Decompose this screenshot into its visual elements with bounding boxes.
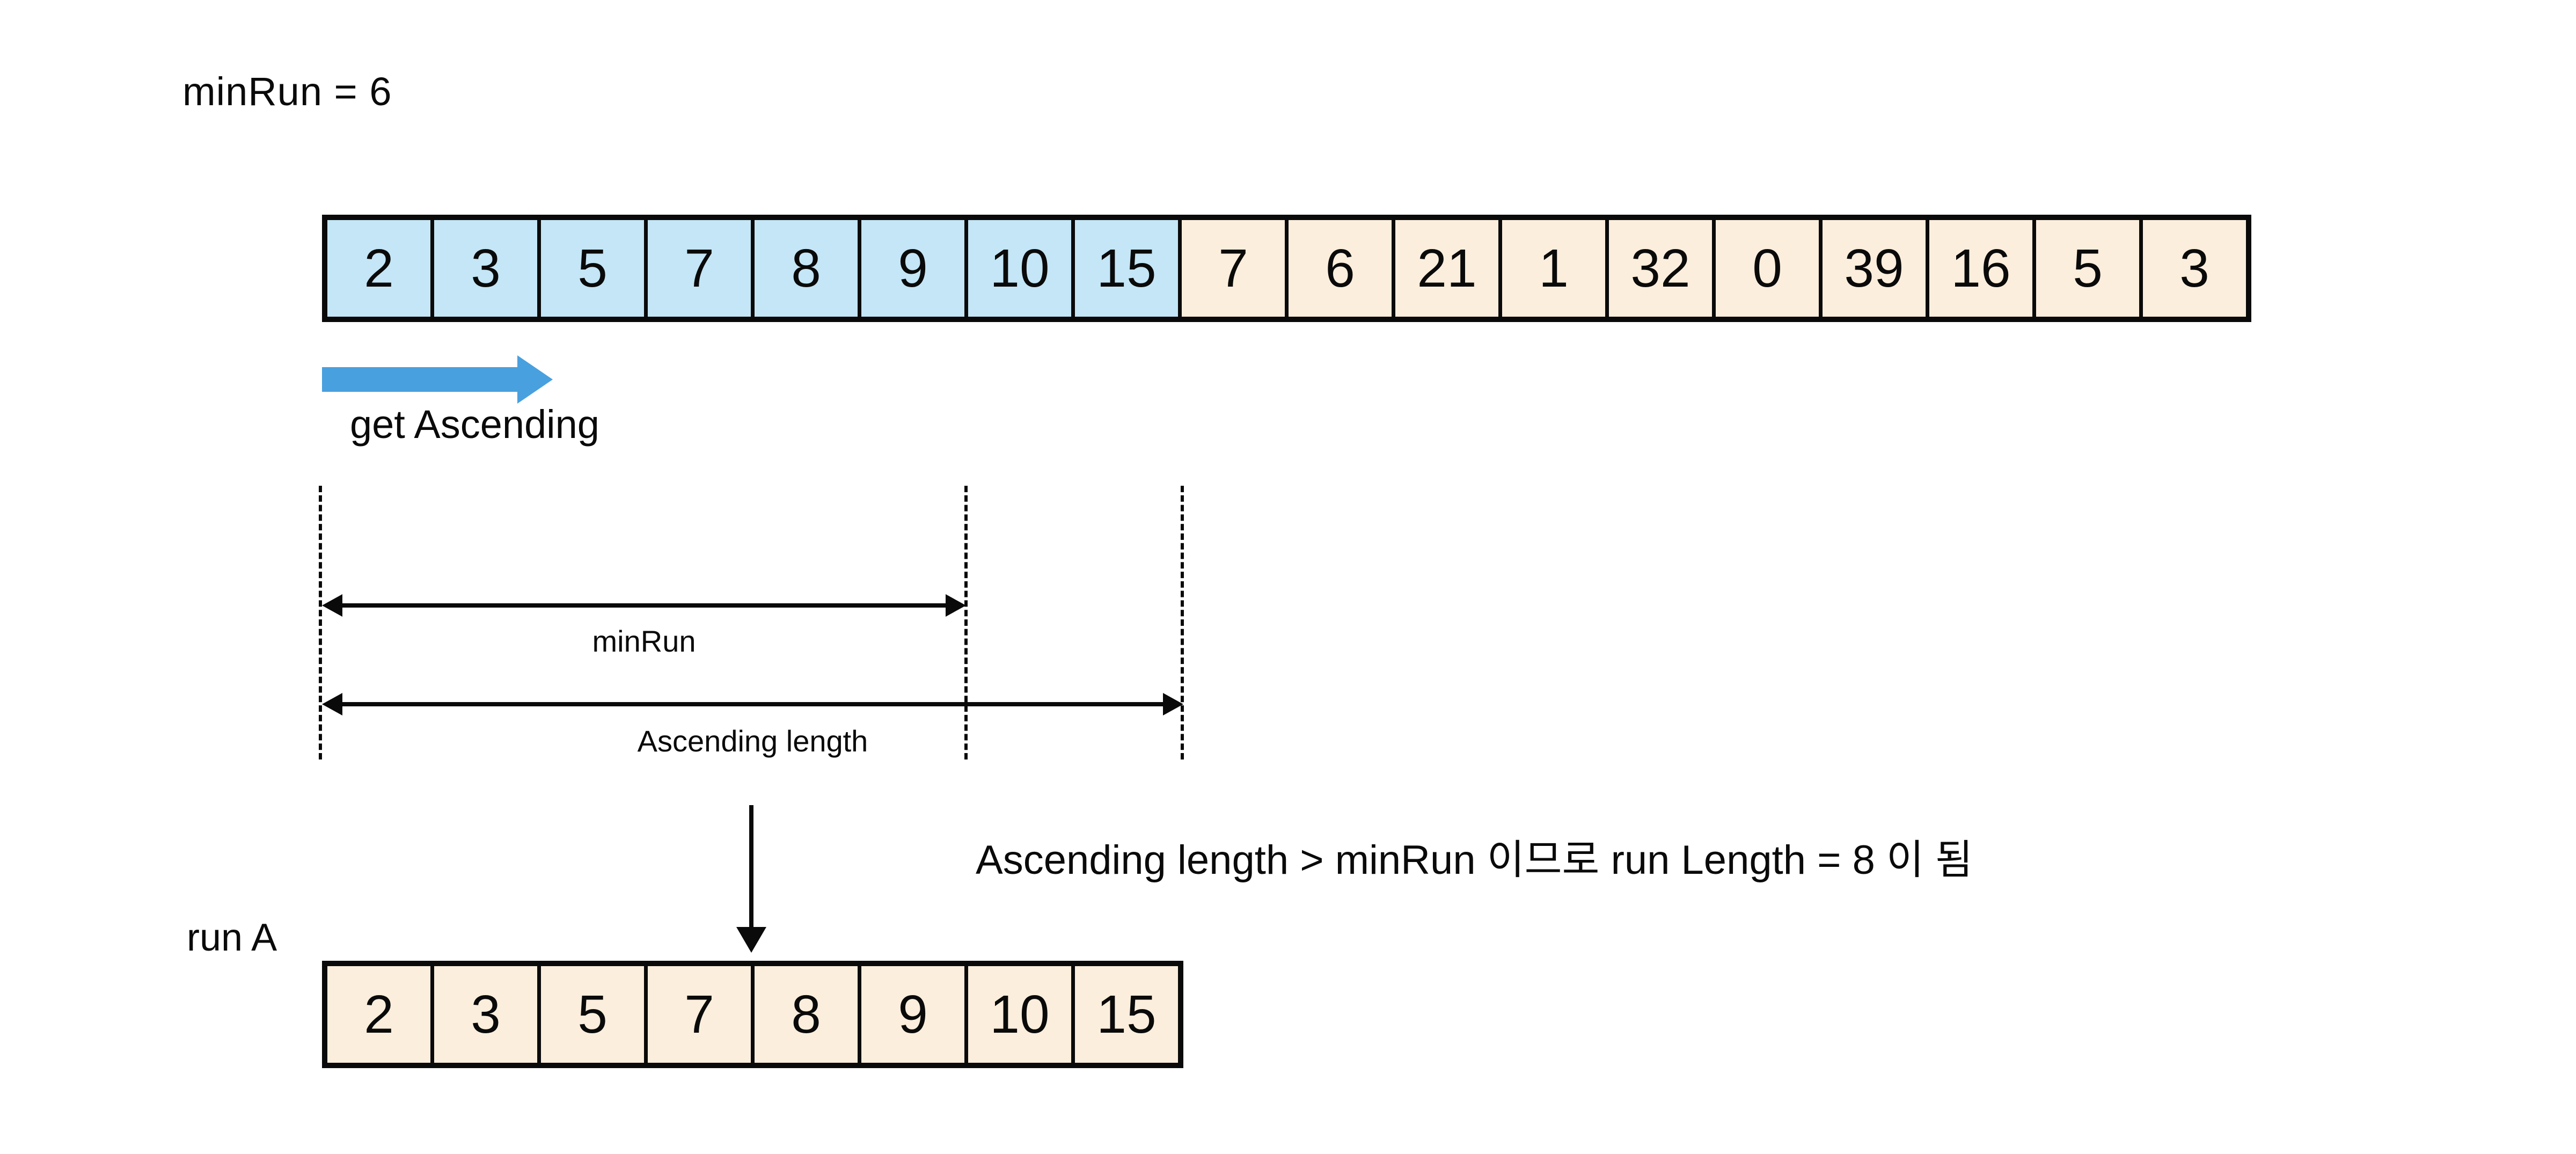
cell-value: 2 bbox=[364, 984, 394, 1045]
cell-value: 15 bbox=[1096, 238, 1157, 298]
cell-value: 7 bbox=[1218, 238, 1248, 298]
get-ascending-label: get Ascending bbox=[350, 402, 599, 447]
cell-value: 9 bbox=[898, 984, 928, 1045]
array-cell: 39 bbox=[1819, 220, 1926, 317]
array-cell: 7 bbox=[644, 966, 751, 1063]
cell-value: 3 bbox=[471, 984, 501, 1045]
cell-value: 21 bbox=[1417, 238, 1477, 298]
array-cell: 2 bbox=[327, 966, 430, 1063]
cell-value: 6 bbox=[1325, 238, 1355, 298]
down-arrow-icon bbox=[734, 805, 769, 953]
cell-value: 3 bbox=[2179, 238, 2209, 298]
ascending-length-span-label: Ascending length bbox=[637, 724, 868, 758]
array-cell: 3 bbox=[2139, 220, 2246, 317]
cell-value: 16 bbox=[1951, 238, 2011, 298]
arrow-shaft bbox=[322, 367, 517, 392]
page-title: minRun = 6 bbox=[182, 69, 392, 114]
array-cell: 3 bbox=[430, 966, 537, 1063]
cell-value: 15 bbox=[1096, 984, 1157, 1045]
cell-value: 7 bbox=[684, 238, 714, 298]
array-cell: 16 bbox=[1926, 220, 2032, 317]
dashed-guide-minrun-end bbox=[964, 486, 968, 759]
arrow-shaft bbox=[342, 603, 946, 608]
cell-value: 0 bbox=[1752, 238, 1782, 298]
run-a-label: run A bbox=[187, 916, 277, 959]
cell-value: 7 bbox=[684, 984, 714, 1045]
arrow-head bbox=[517, 355, 553, 404]
minrun-span-label: minRun bbox=[592, 624, 696, 658]
array-cell: 8 bbox=[751, 220, 858, 317]
annotation-text: Ascending length > minRun 이므로 run Length… bbox=[976, 837, 1973, 883]
minrun-span-arrow bbox=[322, 594, 966, 617]
array-cell: 7 bbox=[1178, 220, 1285, 317]
array-cell: 0 bbox=[1712, 220, 1819, 317]
cell-value: 5 bbox=[2073, 238, 2103, 298]
arrow-shaft bbox=[342, 702, 1163, 706]
array-cell: 1 bbox=[1498, 220, 1605, 317]
array-cell: 5 bbox=[2032, 220, 2139, 317]
array-cell: 21 bbox=[1392, 220, 1498, 317]
array-cell: 15 bbox=[1071, 966, 1178, 1063]
run-a-array: 2 3 5 7 8 9 10 15 bbox=[322, 961, 1183, 1068]
cell-value: 8 bbox=[791, 984, 821, 1045]
array-cell: 7 bbox=[644, 220, 751, 317]
array-cell: 5 bbox=[537, 220, 644, 317]
input-array: 2 3 5 7 8 9 10 15 7 6 21 1 32 0 39 bbox=[322, 215, 2251, 322]
array-cell: 5 bbox=[537, 966, 644, 1063]
cell-value: 5 bbox=[577, 238, 608, 298]
array-cell: 3 bbox=[430, 220, 537, 317]
dashed-guide-run-start bbox=[319, 486, 322, 759]
cell-value: 39 bbox=[1844, 238, 1904, 298]
arrow-head-right bbox=[946, 594, 966, 617]
cell-value: 32 bbox=[1630, 238, 1690, 298]
array-cell: 2 bbox=[327, 220, 430, 317]
array-cell: 8 bbox=[751, 966, 858, 1063]
get-ascending-arrow-icon bbox=[322, 355, 553, 404]
arrow-head bbox=[736, 927, 766, 953]
cell-value: 9 bbox=[898, 238, 928, 298]
cell-value: 8 bbox=[791, 238, 821, 298]
arrow-head-right bbox=[1163, 693, 1183, 715]
arrow-head-left bbox=[322, 693, 342, 715]
array-cell: 9 bbox=[858, 966, 964, 1063]
cell-value: 3 bbox=[471, 238, 501, 298]
cell-value: 10 bbox=[990, 984, 1050, 1045]
dashed-guide-ascending-end bbox=[1181, 486, 1184, 759]
cell-value: 2 bbox=[364, 238, 394, 298]
array-cell: 9 bbox=[858, 220, 964, 317]
cell-value: 10 bbox=[990, 238, 1050, 298]
arrow-shaft bbox=[749, 805, 753, 927]
cell-value: 5 bbox=[577, 984, 608, 1045]
array-cell: 10 bbox=[964, 966, 1071, 1063]
arrow-head-left bbox=[322, 594, 342, 617]
array-cell: 32 bbox=[1605, 220, 1712, 317]
array-cell: 10 bbox=[964, 220, 1071, 317]
array-cell: 6 bbox=[1285, 220, 1392, 317]
ascending-length-span-arrow bbox=[322, 692, 1183, 716]
array-cell: 15 bbox=[1071, 220, 1178, 317]
cell-value: 1 bbox=[1539, 238, 1569, 298]
